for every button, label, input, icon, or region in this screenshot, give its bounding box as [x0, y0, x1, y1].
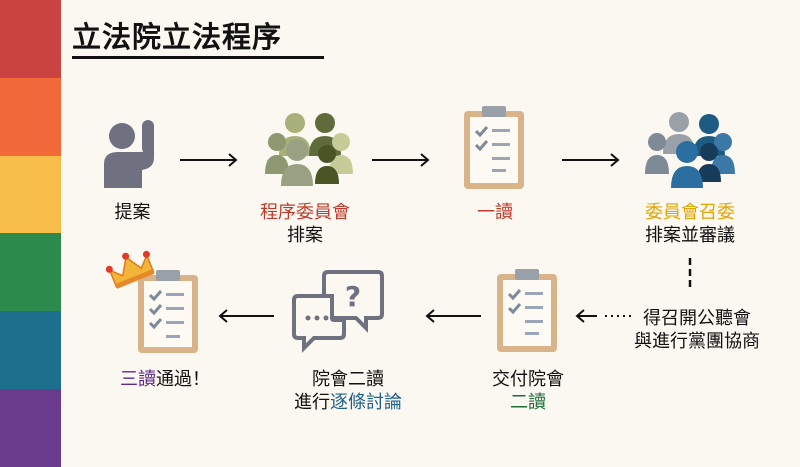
rainbow-sidebar	[0, 0, 61, 467]
step-committee-label: 委員會召委 排案並審議	[625, 201, 755, 247]
committee-review-text: 排案並審議	[645, 225, 735, 246]
clipboard-checklist-icon	[497, 269, 557, 352]
procedure-committee-text: 程序委員會	[260, 202, 350, 223]
arrow-right-icon	[180, 153, 238, 167]
hearing-line-1: 得召開公聽會	[643, 308, 751, 329]
arrow-left-dotted-icon	[575, 309, 631, 323]
rainbow-band-yellow	[0, 155, 61, 234]
proceed-text: 進行	[294, 392, 330, 413]
third-reading-text: 三讀	[120, 369, 156, 390]
dotted-connector-vertical	[688, 258, 692, 288]
page-title: 立法院立法程序	[72, 20, 283, 54]
arrow-right-icon	[372, 153, 430, 167]
step-second-reading-label: 院會二讀 進行逐條討論	[278, 368, 418, 414]
arrow-left-icon	[425, 309, 481, 323]
rainbow-band-green	[0, 233, 61, 312]
step-first-reading-label: 一讀	[460, 201, 530, 224]
article-discussion-line: 進行逐條討論	[278, 391, 418, 414]
svg-text:?: ?	[345, 280, 361, 313]
rainbow-band-blue	[0, 311, 61, 389]
clipboard-icon	[464, 106, 524, 189]
committee-convener-text: 委員會召委	[645, 202, 735, 223]
crowned-clipboard-icon	[105, 250, 198, 353]
arrow-left-icon	[218, 309, 274, 323]
submit-plenary-text: 交付院會	[492, 369, 564, 390]
propose-text: 提案	[114, 202, 151, 223]
procedure-schedule-text: 排案	[287, 225, 323, 246]
chat-question-icon: ?	[292, 270, 384, 353]
plenary-second-reading-text: 院會二讀	[312, 369, 384, 390]
second-reading-text: 二讀	[510, 392, 546, 413]
rainbow-band-orange	[0, 77, 61, 156]
step-propose-label: 提案	[95, 201, 170, 224]
hearing-label: 得召開公聽會 與進行黨團協商	[622, 307, 772, 353]
first-reading-text: 一讀	[477, 202, 513, 223]
raised-hand-icon	[104, 120, 154, 188]
step-second-reading-pass-label: 交付院會 二讀	[478, 368, 578, 414]
people-group-icon	[645, 112, 735, 188]
step-third-reading-label: 三讀通過！	[105, 368, 225, 391]
arrow-right-icon	[562, 153, 620, 167]
rainbow-band-red	[0, 0, 61, 78]
article-by-article-text: 逐條討論	[330, 392, 402, 413]
passed-text: 通過！	[156, 369, 210, 390]
title-underline	[72, 56, 324, 59]
rainbow-band-purple	[0, 388, 61, 467]
hearing-line-2: 與進行黨團協商	[634, 331, 760, 352]
committee-group-icon	[265, 113, 353, 186]
step-procedure-label: 程序委員會 排案	[245, 201, 365, 247]
